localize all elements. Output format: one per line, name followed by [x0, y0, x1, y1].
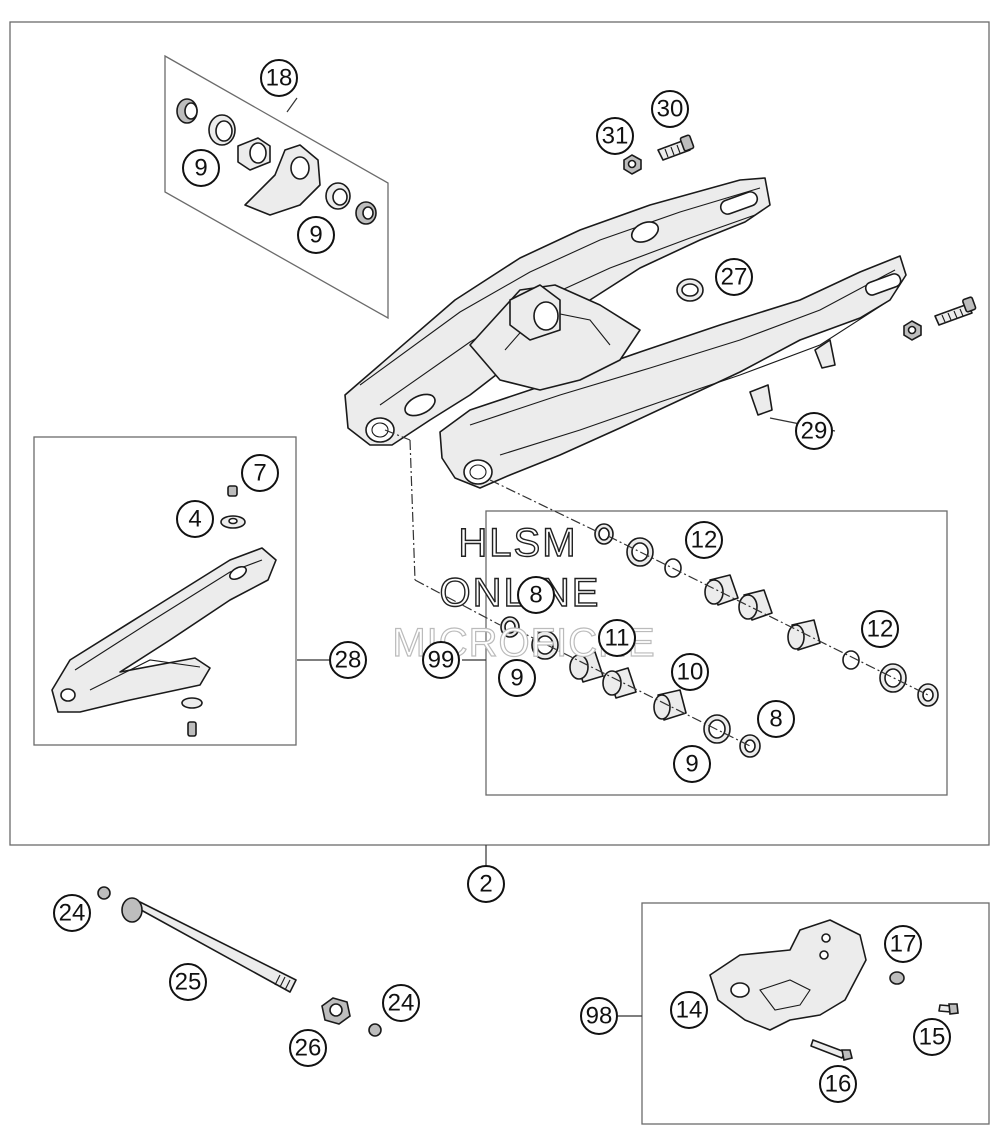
callout-31[interactable]: 31: [596, 117, 634, 155]
callout-17[interactable]: 17: [884, 925, 922, 963]
callout-24-label: 24: [59, 900, 86, 927]
callout-7-label: 7: [253, 460, 266, 487]
callout-98-label: 98: [586, 1003, 613, 1030]
callout-26[interactable]: 26: [289, 1029, 327, 1067]
callout-29-label: 29: [801, 418, 828, 445]
callout-98[interactable]: 98: [580, 997, 618, 1035]
callout-8-label: 8: [769, 706, 782, 733]
callout-12-b[interactable]: 12: [861, 610, 899, 648]
callout-25[interactable]: 25: [169, 963, 207, 1001]
callout-29[interactable]: 29: [795, 412, 833, 450]
kit-18-frame: [164, 54, 389, 320]
callout-4[interactable]: 4: [176, 500, 214, 538]
watermark-line-1: HLSM: [458, 521, 577, 565]
callout-24-a[interactable]: 24: [53, 894, 91, 932]
callout-2-label: 2: [479, 871, 492, 898]
callout-27-label: 27: [721, 264, 748, 291]
callout-15[interactable]: 15: [913, 1018, 951, 1056]
kit-28-frame: [33, 436, 297, 746]
main-assembly-frame: [9, 21, 990, 846]
callout-14[interactable]: 14: [670, 991, 708, 1029]
callout-9-kit18-a[interactable]: 9: [182, 149, 220, 187]
callout-11[interactable]: 11: [598, 619, 636, 657]
callout-12-label: 12: [691, 527, 718, 554]
callout-27[interactable]: 27: [715, 258, 753, 296]
callout-9-label: 9: [309, 222, 322, 249]
callout-9-kit18-b[interactable]: 9: [297, 216, 335, 254]
kit-98-frame: [641, 902, 990, 1125]
callout-10-label: 10: [677, 659, 704, 686]
callout-11-label: 11: [605, 625, 630, 652]
callout-9-label: 9: [685, 751, 698, 778]
callout-99-label: 99: [428, 647, 455, 674]
callout-9-kit99-a[interactable]: 9: [498, 659, 536, 697]
leader-lines: [286, 97, 929, 1017]
callout-2[interactable]: 2: [467, 865, 505, 903]
callout-10[interactable]: 10: [671, 653, 709, 691]
callout-9-label: 9: [194, 155, 207, 182]
callout-15-label: 15: [919, 1024, 946, 1051]
callout-14-label: 14: [676, 997, 703, 1024]
callout-28-label: 28: [335, 647, 362, 674]
callout-25-label: 25: [175, 969, 202, 996]
kit-28-parts: [51, 485, 277, 737]
callout-16-label: 16: [825, 1071, 852, 1098]
callout-7[interactable]: 7: [241, 454, 279, 492]
pivot-axle-parts: [97, 886, 382, 1037]
kit-98-parts: [709, 919, 959, 1061]
kit-18-parts: [176, 98, 377, 225]
callout-8-b[interactable]: 8: [757, 700, 795, 738]
callout-17-label: 17: [890, 931, 917, 958]
callout-18-label: 18: [266, 65, 293, 92]
callout-12-label: 12: [867, 616, 894, 643]
callout-30-label: 30: [657, 96, 684, 123]
callout-30[interactable]: 30: [651, 90, 689, 128]
callout-26-label: 26: [295, 1035, 322, 1062]
callout-8-label: 8: [529, 582, 542, 609]
callout-4-label: 4: [188, 506, 201, 533]
callout-8-a[interactable]: 8: [517, 576, 555, 614]
callout-16[interactable]: 16: [819, 1065, 857, 1103]
callout-28[interactable]: 28: [329, 641, 367, 679]
callout-12-a[interactable]: 12: [685, 521, 723, 559]
bolt-nut-parts: [623, 134, 977, 341]
callout-18[interactable]: 18: [260, 59, 298, 97]
kit-99-frame: [485, 510, 948, 796]
callout-24-label: 24: [388, 990, 415, 1017]
callout-99[interactable]: 99: [422, 641, 460, 679]
kit-99-parts: [500, 523, 939, 758]
callout-9-kit99-b[interactable]: 9: [673, 745, 711, 783]
callout-31-label: 31: [602, 123, 629, 150]
callout-9-label: 9: [510, 665, 523, 692]
callout-24-b[interactable]: 24: [382, 984, 420, 1022]
swingarm-part: [344, 177, 907, 489]
